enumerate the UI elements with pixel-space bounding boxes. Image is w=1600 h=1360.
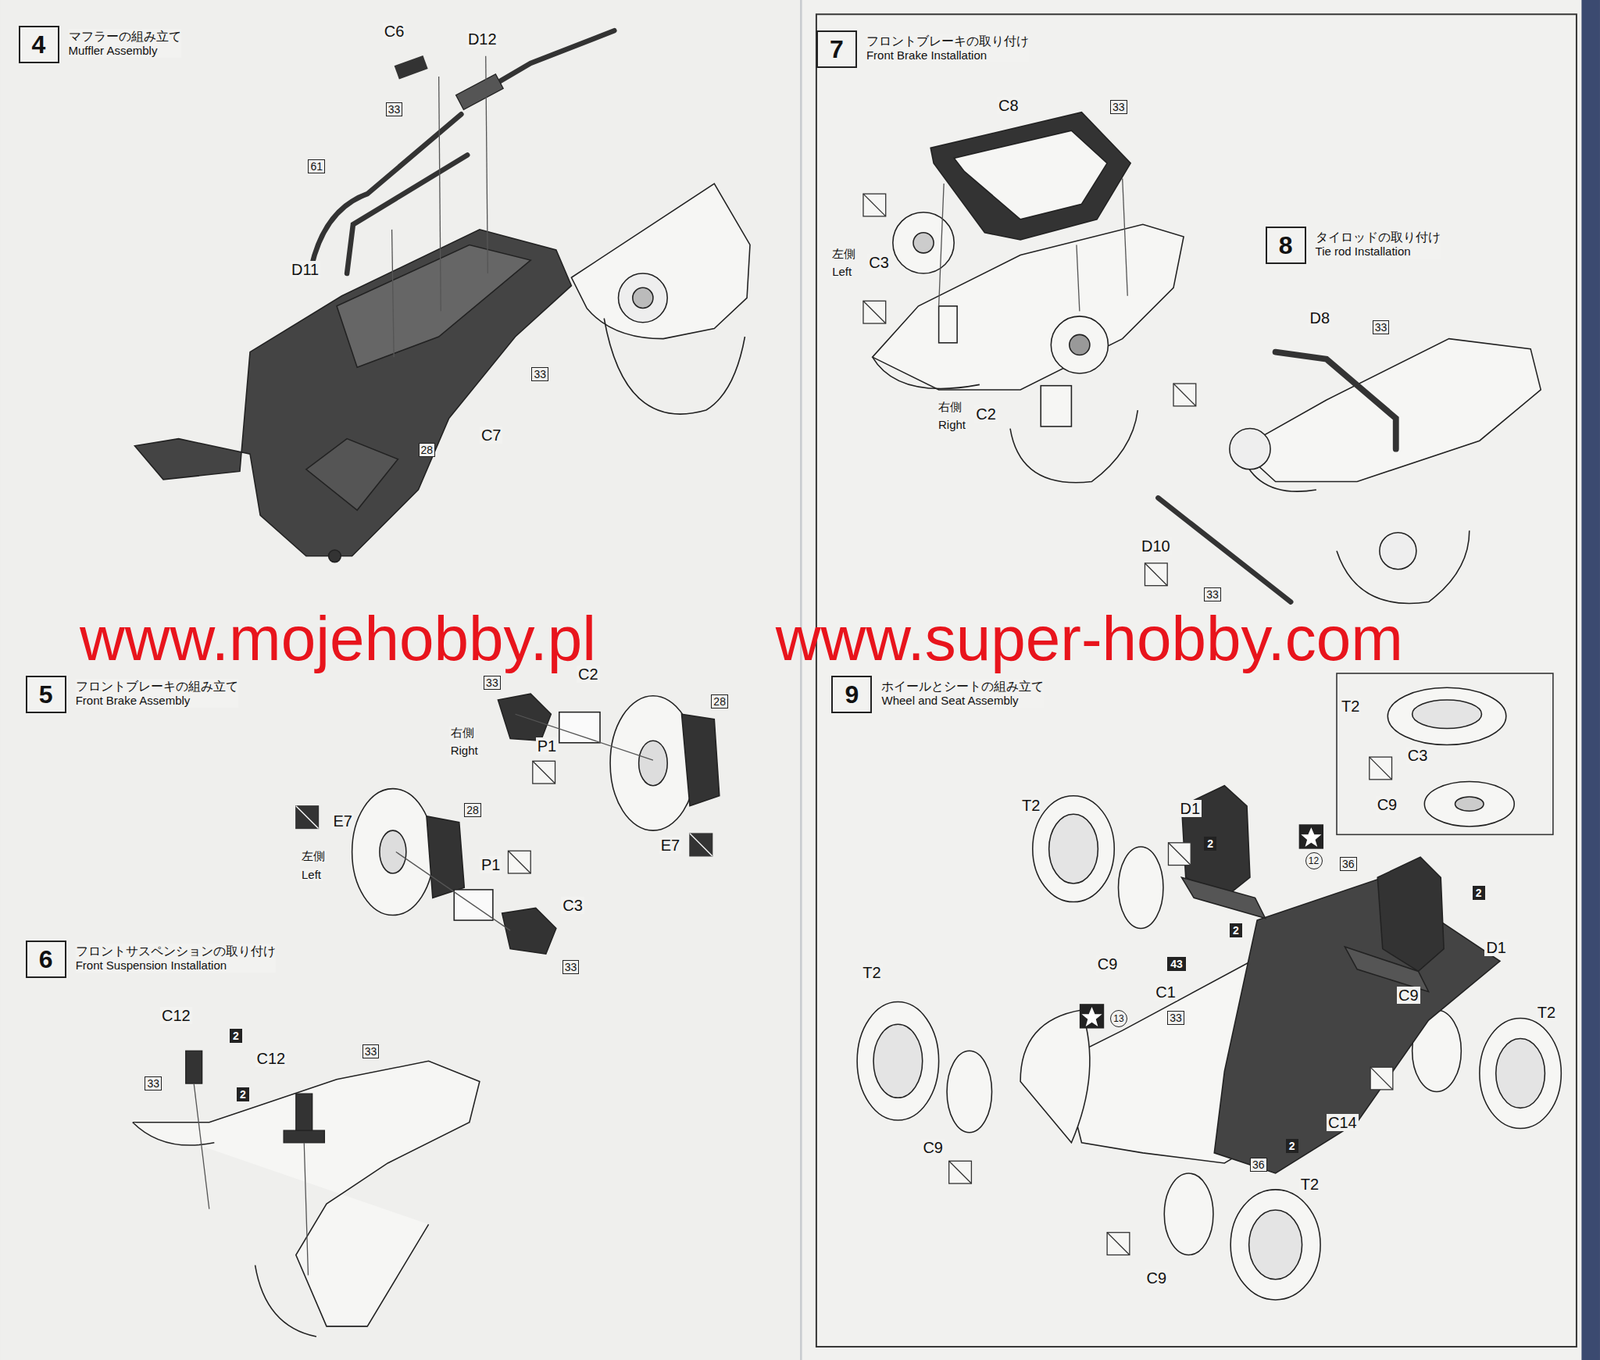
step-header: 5フロントブレーキの組み立てFront Brake Assembly [25, 675, 239, 714]
decal-number: 12 [1305, 852, 1323, 870]
step-number: 8 [1265, 226, 1307, 265]
color-code: 33 [562, 960, 580, 975]
step-header: 6フロントサスペンションの取り付けFront Suspension Instal… [25, 940, 276, 979]
heading-japanese: ホイールとシートの組み立て [881, 678, 1044, 694]
part-label: C7 [479, 426, 504, 444]
decal-number: 13 [1110, 1010, 1128, 1028]
color-code: 61 [307, 159, 325, 174]
color-code: 2 [1285, 1139, 1299, 1154]
color-code: 33 [1203, 587, 1222, 602]
part-label: D1 [1484, 939, 1508, 957]
color-code: 2 [229, 1028, 243, 1043]
step-heading: タイロッドの取り付けTie rod Installation [1315, 226, 1441, 259]
part-label: C9 [1375, 796, 1400, 814]
color-code: 33 [1110, 100, 1128, 115]
heading-japanese: タイロッドの取り付け [1315, 229, 1441, 245]
step-number: 7 [816, 30, 858, 68]
step-heading: フロントブレーキの取り付けFront Brake Installation [866, 30, 1029, 63]
part-label: P1 [479, 856, 502, 874]
heading-english: Front Brake Assembly [75, 693, 239, 708]
color-code: 2 [1229, 923, 1243, 938]
heading-japanese: フロントブレーキの組み立て [75, 678, 239, 694]
part-label: T2 [1339, 697, 1361, 715]
part-label: C9 [1396, 986, 1421, 1004]
color-code: 28 [418, 442, 436, 458]
part-label: D11 [289, 260, 321, 279]
heading-english: Front Brake Installation [866, 48, 1029, 63]
part-label: T2 [1020, 796, 1042, 815]
part-label: C9 [1144, 1269, 1168, 1287]
part-label: C6 [382, 22, 407, 40]
step-header: 7フロントブレーキの取り付けFront Brake Installation [816, 30, 1029, 68]
color-code: 36 [1250, 1157, 1268, 1172]
heading-japanese: マフラーの組み立て [68, 28, 182, 44]
part-label: C2 [974, 405, 998, 423]
part-label: D8 [1307, 309, 1332, 327]
color-code: 33 [362, 1044, 380, 1059]
heading-japanese: フロントサスペンションの取り付け [75, 943, 276, 959]
part-label: T2 [1299, 1175, 1321, 1193]
step-number: 5 [25, 675, 67, 714]
heading-japanese: フロントブレーキの取り付け [866, 33, 1029, 49]
heading-english: Muffler Assembly [68, 43, 182, 58]
side-label: Left [830, 265, 854, 279]
part-label: C8 [996, 96, 1021, 115]
side-label: 左側 [830, 247, 858, 261]
part-label: C3 [560, 896, 585, 915]
side-label: Right [449, 744, 480, 758]
color-code: 33 [144, 1076, 162, 1091]
part-label: E7 [659, 836, 682, 854]
color-code: 33 [531, 367, 549, 382]
color-code: 33 [385, 102, 404, 117]
color-code: 2 [236, 1087, 250, 1102]
color-code: 28 [464, 803, 482, 818]
part-label: C1 [1153, 983, 1178, 1001]
step-header: 4マフラーの組み立てMuffler Assembly [18, 25, 182, 64]
part-label: C12 [160, 1007, 193, 1025]
heading-english: Tie rod Installation [1315, 244, 1441, 259]
side-label: 右側 [449, 726, 476, 740]
part-label: D1 [1178, 800, 1203, 818]
side-label: Left [300, 868, 323, 883]
side-label: Right [936, 418, 968, 433]
color-code: 2 [1472, 885, 1486, 900]
heading-english: Front Suspension Installation [75, 958, 276, 973]
step-header: 9 ホイールとシートの組み立てWheel and Seat Assembly [831, 675, 1044, 714]
color-code: 33 [1372, 320, 1390, 335]
step-number: 9 [831, 675, 872, 714]
color-code: 36 [1339, 857, 1358, 872]
part-label: E7 [331, 812, 354, 830]
part-label: T2 [860, 964, 883, 982]
part-label: C3 [867, 253, 891, 272]
part-label: P1 [535, 737, 558, 755]
part-label: C14 [1326, 1114, 1359, 1132]
part-label: C9 [1096, 955, 1120, 973]
part-label: D10 [1139, 537, 1172, 555]
part-label: C12 [255, 1050, 288, 1068]
part-label: T2 [1535, 1003, 1558, 1022]
side-label: 右側 [936, 400, 964, 415]
part-label: D12 [466, 30, 499, 48]
color-code: 33 [1167, 1010, 1185, 1025]
step-heading: フロントブレーキの組み立てFront Brake Assembly [75, 675, 239, 708]
step-number: 6 [25, 940, 67, 979]
watermark: www.super-hobby.com [775, 607, 1404, 671]
step-heading: フロントサスペンションの取り付けFront Suspension Install… [75, 940, 276, 973]
watermark: www.mojehobby.pl [79, 607, 597, 671]
color-code: 43 [1167, 957, 1186, 972]
part-label: C9 [921, 1139, 945, 1157]
step-heading: ホイールとシートの組み立てWheel and Seat Assembly [881, 675, 1044, 708]
heading-english: Wheel and Seat Assembly [881, 693, 1044, 708]
part-label: C3 [1406, 746, 1430, 765]
color-code: 33 [483, 675, 501, 690]
step-number: 4 [18, 25, 60, 64]
step-header: 8タイロッドの取り付けTie rod Installation [1265, 226, 1441, 265]
step-heading: マフラーの組み立てMuffler Assembly [68, 25, 182, 58]
color-code: 28 [710, 694, 729, 709]
side-label: 左側 [300, 850, 327, 864]
color-code: 2 [1203, 836, 1217, 851]
